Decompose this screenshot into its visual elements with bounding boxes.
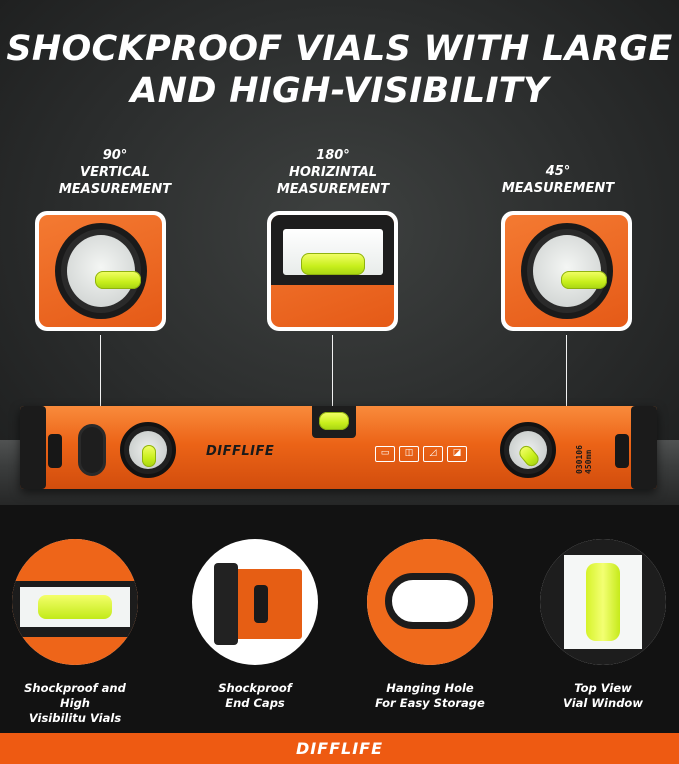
grip	[48, 434, 62, 468]
features-section: Shockproof and High Visibilitu Vials Sho…	[0, 505, 679, 733]
connector-line	[566, 335, 567, 441]
callout-vertical-vial	[35, 211, 166, 331]
level-brand: DIFFLIFE	[206, 444, 275, 459]
feature-end-caps: Shockproof End Caps	[192, 539, 318, 711]
caption-horizontal: 180° HORIZINTAL MEASUREMENT	[276, 148, 390, 197]
feature-label: Hanging Hole For Easy Storage	[375, 681, 485, 710]
callout-horizontal-vial	[267, 211, 398, 331]
feature-label: Shockproof and High Visibilitu Vials	[24, 681, 126, 725]
caption-vertical: 90° VERTICAL MEASUREMENT	[58, 148, 172, 197]
feature-top-view: Top View Vial Window	[540, 539, 666, 711]
vial-icon	[95, 271, 141, 289]
vial-icon	[301, 253, 365, 275]
hanging-hole-image	[367, 539, 493, 665]
hanging-hole	[78, 424, 106, 476]
headline: SHOCKPROOF VIALS WITH LARGE AND HIGH-VIS…	[6, 29, 673, 111]
feature-label: Top View Vial Window	[563, 681, 643, 710]
angle-vial	[500, 422, 556, 478]
usage-icons: ▭ ◫ ◿ ◪	[375, 446, 467, 462]
top-view-image	[540, 539, 666, 665]
hero-section: SHOCKPROOF VIALS WITH LARGE AND HIGH-VIS…	[0, 0, 679, 505]
spirit-level: DIFFLIFE ▭ ◫ ◿ ◪ 030106 450mm	[20, 406, 657, 489]
feature-hanging-hole: Hanging Hole For Easy Storage	[367, 539, 493, 711]
magnet-icon: ◫	[399, 446, 419, 462]
grip	[615, 434, 629, 468]
end-cap	[20, 406, 46, 489]
callout-45-vial	[501, 211, 632, 331]
vial-closeup-image	[12, 539, 138, 665]
horizontal-vial	[312, 406, 356, 438]
feature-vials: Shockproof and High Visibilitu Vials	[12, 539, 138, 726]
end-cap-image	[192, 539, 318, 665]
connector-line	[100, 335, 101, 437]
angle-icon: ◿	[423, 446, 443, 462]
vial-icon	[561, 271, 607, 289]
vertical-vial	[120, 422, 176, 478]
footer-brand: DIFFLIFE	[295, 739, 384, 758]
connector-line	[332, 335, 333, 415]
end-cap	[631, 406, 657, 489]
caption-45-degree: 45° MEASUREMENT	[501, 164, 615, 196]
footer-bar: DIFFLIFE	[0, 733, 679, 764]
tool-icon: ◪	[447, 446, 467, 462]
feature-label: Shockproof End Caps	[218, 681, 292, 710]
model-text: 030106 450mm	[575, 445, 593, 474]
ruler-icon: ▭	[375, 446, 395, 462]
